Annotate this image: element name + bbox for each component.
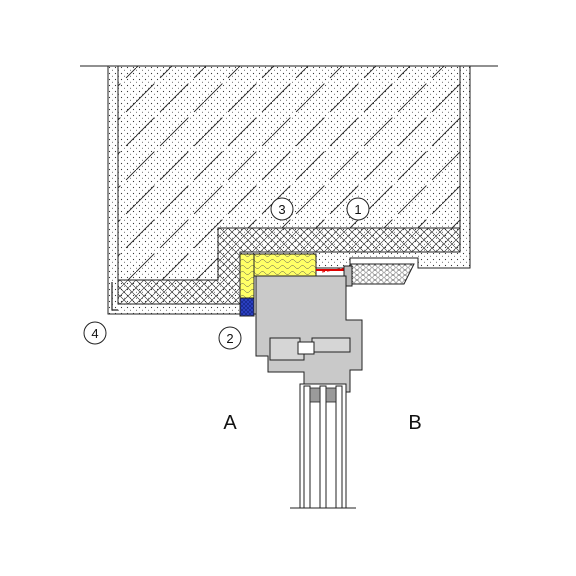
callout-4-label: 4 (91, 326, 98, 341)
exterior-profile (349, 263, 415, 285)
side-label-exterior: B (408, 412, 421, 434)
callout-2-label: 2 (226, 331, 233, 346)
fixing-bracket (111, 282, 118, 311)
callout-4: 4 (83, 321, 107, 345)
callout-1: 1 (346, 197, 370, 221)
yellow-insulation (253, 253, 317, 277)
glazing-bead (297, 341, 315, 355)
yellow-insulation-left (239, 253, 255, 299)
side-label-interior: A (223, 412, 237, 434)
glazing-unit (290, 383, 356, 509)
window-frame (255, 275, 363, 393)
callout-1-label: 1 (354, 202, 361, 217)
callout-3: 3 (270, 197, 294, 221)
callout-3-label: 3 (278, 202, 285, 217)
callout-2: 2 (218, 326, 242, 350)
blue-seal (239, 297, 255, 317)
